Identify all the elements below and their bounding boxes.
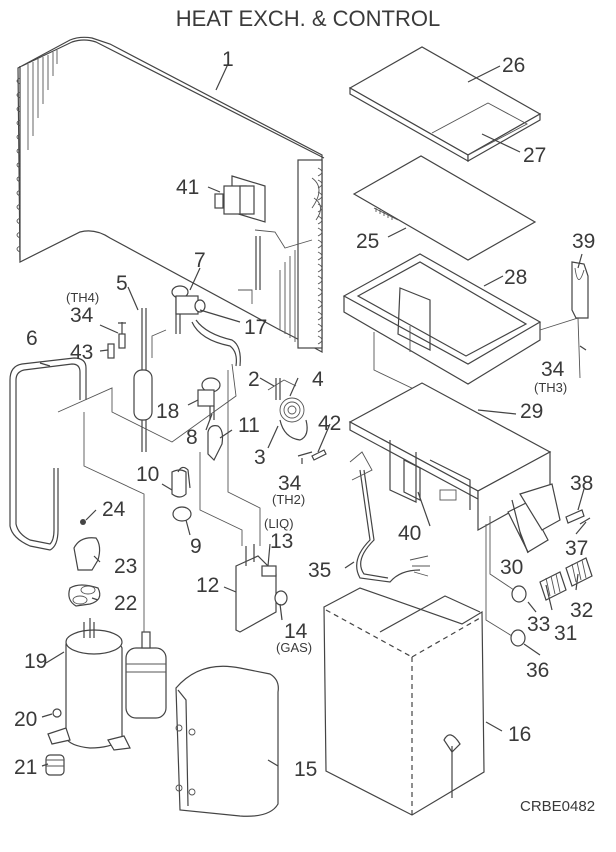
part-harness-35[interactable] <box>349 451 430 583</box>
callout-34-th2[interactable]: 34 <box>278 472 302 495</box>
part-heat-exchanger[interactable] <box>16 36 325 354</box>
part-capillary-3[interactable] <box>279 419 308 441</box>
callout-1[interactable]: 1 <box>222 48 234 71</box>
callout-4[interactable]: 4 <box>312 368 324 391</box>
callout-40[interactable]: 40 <box>398 522 421 545</box>
callout-22[interactable]: 22 <box>114 592 137 615</box>
callout-23[interactable]: 23 <box>114 555 137 578</box>
callout-14[interactable]: 14 <box>284 620 308 643</box>
part-nut-24[interactable] <box>80 519 86 525</box>
callout-19[interactable]: 19 <box>24 650 47 673</box>
callout-36[interactable]: 36 <box>526 659 549 682</box>
part-bushing-33[interactable] <box>511 585 527 603</box>
part-pipe-6[interactable] <box>9 357 87 551</box>
callout-30[interactable]: 30 <box>500 556 523 579</box>
callout-31[interactable]: 31 <box>554 622 577 645</box>
part-coil-18[interactable] <box>197 377 221 407</box>
part-valve-11[interactable] <box>207 425 224 462</box>
part-valve-plate-12[interactable] <box>235 544 277 633</box>
callout-7[interactable]: 7 <box>194 249 206 272</box>
callout-14-note: (GAS) <box>276 640 312 655</box>
callout-10[interactable]: 10 <box>136 463 159 486</box>
part-compressor-19[interactable] <box>47 618 167 751</box>
callout-13[interactable]: 13 <box>270 530 293 553</box>
callout-25[interactable]: 25 <box>356 230 379 253</box>
callout-15[interactable]: 15 <box>294 758 317 781</box>
callout-39[interactable]: 39 <box>572 230 595 253</box>
callout-34-th4-note: (TH4) <box>66 290 99 305</box>
part-capacitor-30[interactable] <box>507 483 561 553</box>
part-nut-20[interactable] <box>52 708 62 718</box>
callout-labels: 1 2 3 4 5 6 7 8 9 10 11 12 (LIQ) 13 14 (… <box>14 48 595 781</box>
part-board-40[interactable] <box>403 459 421 501</box>
callout-33[interactable]: 33 <box>527 613 550 636</box>
callout-6[interactable]: 6 <box>26 327 38 350</box>
drawing-code: CRBE0482 <box>520 798 595 815</box>
part-compressor-cover-15[interactable] <box>175 665 279 817</box>
part-terminal-cover-23[interactable] <box>73 537 101 571</box>
callout-24[interactable]: 24 <box>102 498 126 521</box>
part-terminal-39[interactable] <box>571 261 589 319</box>
part-grommet-21[interactable] <box>45 754 65 776</box>
diagram-title: HEAT EXCH. & CONTROL <box>175 6 441 31</box>
callout-20[interactable]: 20 <box>14 708 37 731</box>
callout-34-th3[interactable]: 34 <box>541 358 565 381</box>
part-cover-16[interactable] <box>323 587 485 816</box>
callout-8[interactable]: 8 <box>186 426 198 449</box>
callout-42[interactable]: 42 <box>318 412 341 435</box>
part-thermistor-34-th2[interactable] <box>297 451 313 457</box>
callout-38[interactable]: 38 <box>570 472 593 495</box>
callout-29[interactable]: 29 <box>520 400 543 423</box>
part-electrical-box-29[interactable] <box>348 382 552 532</box>
part-pcb-25[interactable] <box>352 155 537 261</box>
callout-3[interactable]: 3 <box>254 446 266 469</box>
callout-17[interactable]: 17 <box>244 316 267 339</box>
part-coil-17[interactable] <box>175 295 206 315</box>
callout-27[interactable]: 27 <box>523 144 546 167</box>
callout-35[interactable]: 35 <box>308 559 331 582</box>
part-strainer-10[interactable] <box>171 466 191 498</box>
part-holder-43[interactable] <box>107 343 115 359</box>
part-terminal-block-32[interactable] <box>565 557 593 587</box>
part-gasket-22[interactable] <box>68 584 101 607</box>
callout-18[interactable]: 18 <box>156 400 179 423</box>
part-thermistor-34-th4[interactable] <box>118 322 126 349</box>
part-terminal-block-31[interactable] <box>539 571 567 601</box>
pipe-routing-lines <box>57 289 297 632</box>
part-panel-27[interactable] <box>431 102 528 155</box>
callout-34-th3-note: (TH3) <box>534 380 567 395</box>
part-strainer-5[interactable] <box>133 308 153 452</box>
part-clip-38[interactable] <box>565 509 585 524</box>
part-cover-26[interactable] <box>348 46 542 163</box>
coil-bends-left <box>16 77 21 253</box>
callout-32[interactable]: 32 <box>570 599 593 622</box>
callout-13-note: (LIQ) <box>264 516 294 531</box>
callout-28[interactable]: 28 <box>504 266 527 289</box>
callout-34-th2-note: (TH2) <box>272 492 305 507</box>
callout-37[interactable]: 37 <box>565 537 588 560</box>
callout-2[interactable]: 2 <box>248 368 260 391</box>
part-pipe-9[interactable] <box>172 506 192 522</box>
callout-11[interactable]: 11 <box>238 414 260 437</box>
callout-leaders <box>39 63 587 767</box>
part-capillary-coil-4[interactable] <box>279 397 305 423</box>
part-holder-42[interactable] <box>311 449 327 461</box>
callout-34-th4[interactable]: 34 <box>70 304 94 327</box>
callout-26[interactable]: 26 <box>502 54 525 77</box>
part-stop-valve-13[interactable] <box>261 565 277 577</box>
callout-9[interactable]: 9 <box>190 535 202 558</box>
part-screw-37[interactable] <box>579 517 591 525</box>
callout-12[interactable]: 12 <box>196 574 219 597</box>
callout-21[interactable]: 21 <box>14 756 37 779</box>
callout-41[interactable]: 41 <box>176 176 199 199</box>
part-stop-valve-14[interactable] <box>274 590 288 606</box>
callout-5[interactable]: 5 <box>116 272 128 295</box>
coil-bends-right <box>311 167 323 345</box>
callout-16[interactable]: 16 <box>508 723 531 746</box>
part-capillary-2[interactable] <box>275 378 281 400</box>
part-reactor-41[interactable] <box>214 175 266 223</box>
callout-43[interactable]: 43 <box>70 341 93 364</box>
part-bushing-36[interactable] <box>510 629 526 647</box>
